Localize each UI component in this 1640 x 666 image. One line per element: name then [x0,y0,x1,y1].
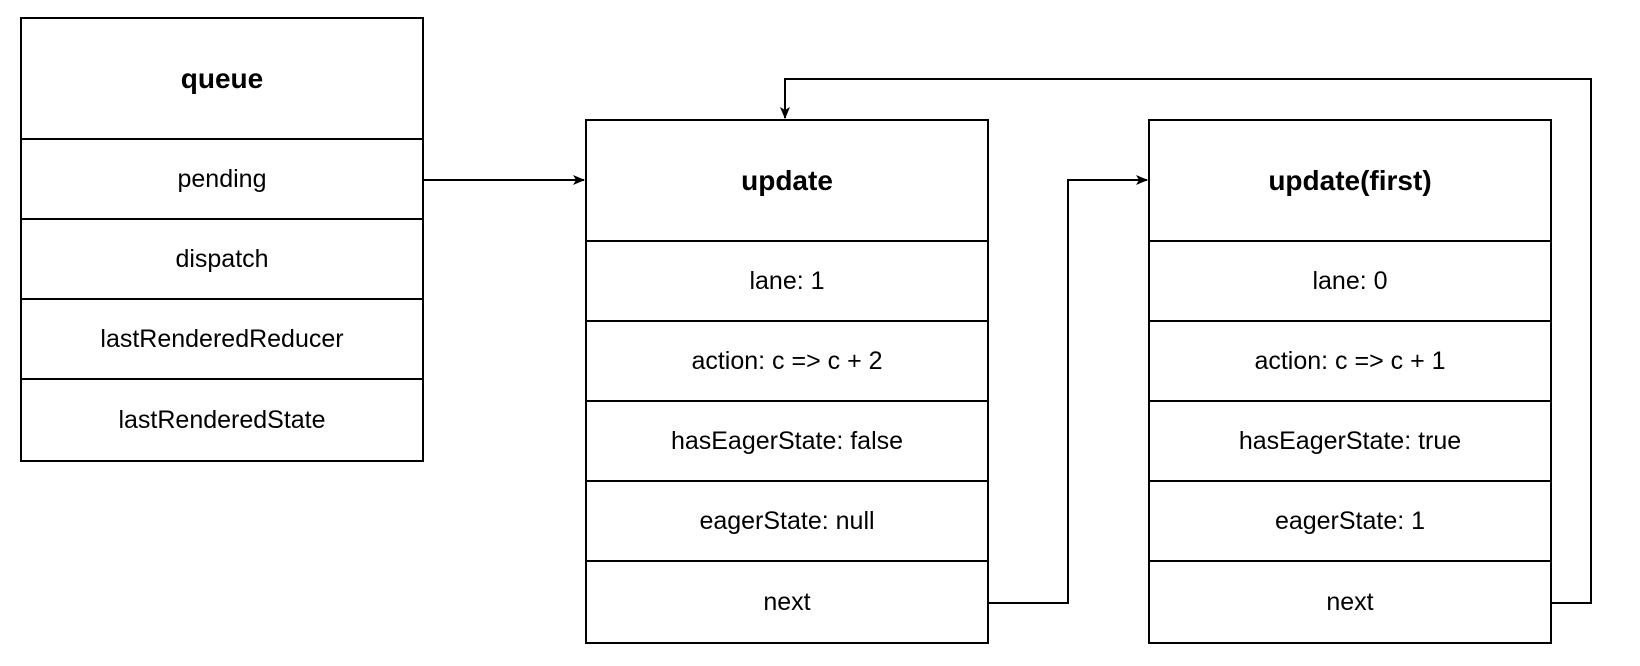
update-field-lane: lane: 1 [587,242,987,322]
update-first-field-next: next [1326,587,1374,616]
update-first-field-lane: lane: 0 [1150,242,1550,322]
queue-field-dispatch: dispatch [22,220,422,300]
update-first-field-eager-state: eagerState: 1 [1150,482,1550,562]
queue-title: queue [22,19,422,140]
update-first-node: update(first) lane: 0 action: c => c + 1… [1148,119,1552,644]
queue-field-last-rendered-reducer: lastRenderedReducer [22,300,422,380]
update-node: update lane: 1 action: c => c + 2 hasEag… [585,119,989,644]
update-first-field-action: action: c => c + 1 [1150,322,1550,402]
update-field-action: action: c => c + 2 [587,322,987,402]
update-field-eager-state: eagerState: null [587,482,987,562]
queue-field-pending: pending [22,140,422,220]
queue-field-last-rendered-state: lastRenderedState [118,405,326,434]
arrow-update-first-next-to-update [780,78,1592,604]
update-first-title: update(first) [1150,121,1550,242]
update-title: update [587,121,987,242]
update-first-field-has-eager-state: hasEagerState: true [1150,402,1550,482]
arrow-update-next-to-update-first [988,175,1148,604]
update-field-has-eager-state: hasEagerState: false [587,402,987,482]
queue-node: queue pending dispatch lastRenderedReduc… [20,17,424,462]
update-field-next: next [763,587,811,616]
